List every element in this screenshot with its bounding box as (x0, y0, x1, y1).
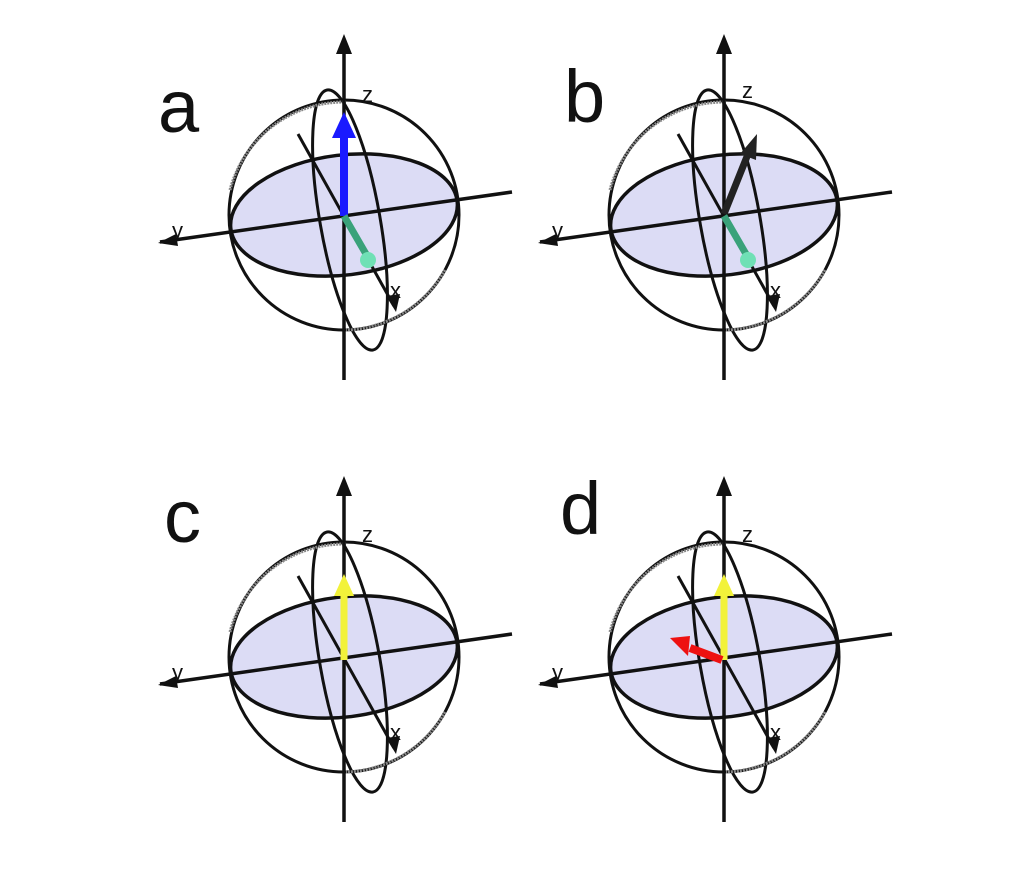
vector-arrowhead-icon (714, 574, 734, 596)
vector-tip-icon (360, 252, 376, 268)
x-axis-label: x (390, 720, 401, 745)
z-axis-arrowhead-icon (716, 34, 732, 54)
y-axis-label: y (172, 218, 183, 243)
x-axis-arrowhead-icon (766, 736, 780, 754)
z-axis-arrowhead-icon (336, 476, 352, 496)
z-axis-label: z (362, 82, 373, 107)
y-axis-arrowhead-icon (538, 676, 558, 688)
black-vector (720, 134, 757, 216)
y-axis-arrowhead-icon (538, 234, 558, 246)
vector-arrowhead-icon (332, 112, 356, 138)
vector-tip-icon (740, 252, 756, 268)
x-axis (676, 575, 780, 754)
x-axis-arrowhead-icon (386, 294, 400, 312)
x-axis-label: x (390, 278, 401, 303)
y-axis-label: y (172, 660, 183, 685)
panel-b: b z y x (530, 30, 910, 430)
y-axis (158, 632, 513, 688)
bloch-sphere: z y x (158, 34, 513, 380)
x-axis (296, 575, 400, 754)
z-axis-label: z (742, 78, 753, 103)
x-axis-label: x (770, 278, 781, 303)
green-vector (340, 214, 376, 268)
x-axis-label: x (770, 720, 781, 745)
z-axis-label: z (742, 522, 753, 547)
z-axis-label: z (362, 522, 373, 547)
y-axis-arrowhead-icon (158, 676, 178, 688)
vector-arrowhead-icon (740, 134, 757, 160)
green-vector (720, 214, 756, 268)
y-axis-label: y (552, 660, 563, 685)
y-axis (538, 190, 893, 246)
z-axis-arrowhead-icon (716, 476, 732, 496)
panel-label: b (564, 55, 606, 138)
bloch-sphere: z y x (538, 476, 893, 822)
panel-c: c z y x (150, 470, 530, 870)
panel-label: c (164, 475, 201, 558)
vector-arrowhead-icon (334, 574, 354, 596)
y-axis (158, 190, 513, 246)
panel-a: a z y x (150, 30, 530, 430)
z-axis-arrowhead-icon (336, 34, 352, 54)
x-axis-arrowhead-icon (766, 294, 780, 312)
y-axis-arrowhead-icon (158, 234, 178, 246)
y-axis-label: y (552, 218, 563, 243)
x-axis-arrowhead-icon (386, 736, 400, 754)
yellow-vector (714, 574, 734, 660)
vector-arrowhead-icon (670, 636, 690, 656)
bloch-sphere: z y x (158, 476, 513, 822)
bloch-sphere: z y x (538, 34, 893, 380)
yellow-vector (334, 574, 354, 660)
panel-label: d (560, 467, 602, 550)
blue-vector (332, 112, 356, 216)
panel-label: a (158, 65, 200, 148)
panel-d: d z y x (530, 470, 910, 870)
red-vector (670, 636, 724, 664)
